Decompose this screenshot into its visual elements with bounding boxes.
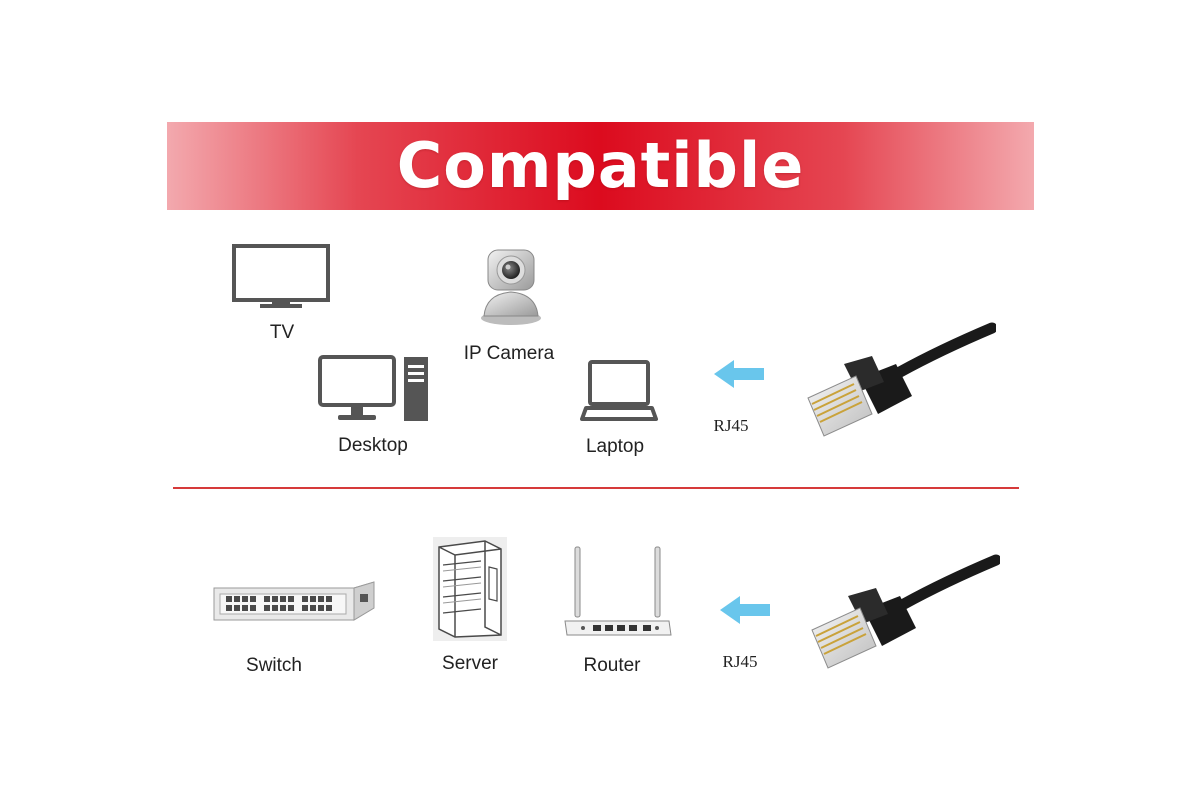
desktop-label: Desktop: [338, 435, 408, 456]
router-label: Router: [583, 655, 641, 676]
desktop-icon: [318, 355, 428, 421]
banner-title: Compatible: [396, 129, 805, 202]
server-label: Server: [442, 653, 498, 674]
rj45-label-bottom: RJ45: [722, 652, 758, 671]
section-divider: [173, 487, 1019, 489]
server-icon: [433, 537, 507, 641]
router-icon: [564, 546, 672, 636]
ip-camera-label: IP Camera: [463, 343, 555, 364]
ip-camera-icon: [481, 249, 541, 325]
rj45-cable-icon: [811, 554, 1000, 669]
switch-label: Switch: [246, 655, 302, 676]
arrow-left-icon: [720, 596, 770, 624]
rj45-cable-icon: [807, 322, 996, 437]
switch-icon: [213, 581, 375, 621]
laptop-icon: [580, 360, 658, 421]
tv-icon: [232, 244, 330, 308]
rj45-label-top: RJ45: [713, 416, 749, 435]
tv-label: TV: [269, 322, 295, 343]
laptop-label: Laptop: [585, 436, 645, 457]
compatible-banner: Compatible: [167, 122, 1034, 210]
arrow-left-icon: [714, 360, 764, 388]
